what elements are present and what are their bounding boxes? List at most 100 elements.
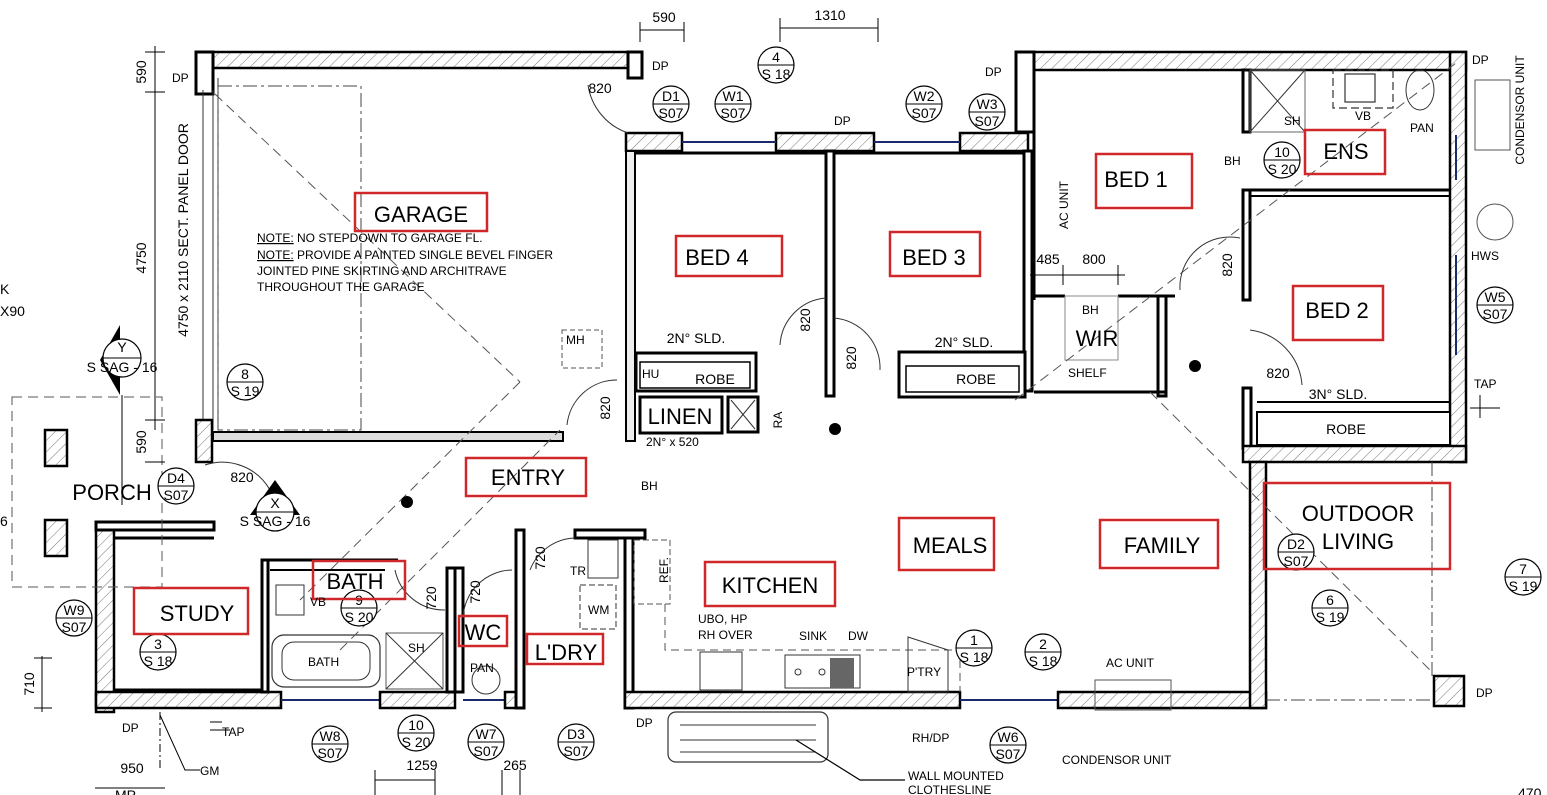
door-720: 720 bbox=[532, 546, 548, 570]
room-ens[interactable]: ENS bbox=[1303, 128, 1387, 176]
tag-top-text: W6 bbox=[998, 729, 1019, 745]
room-ldry[interactable]: L'DRY bbox=[525, 632, 605, 666]
room-label-bed3: BED 3 bbox=[902, 245, 966, 270]
room-bath[interactable]: BATH bbox=[311, 559, 407, 601]
dim-800: 800 bbox=[1082, 251, 1106, 267]
tag-top-text: 1 bbox=[970, 632, 978, 648]
room-label-ldry: L'DRY bbox=[535, 640, 598, 665]
section-y-id: Y bbox=[117, 339, 127, 355]
room-label-porch: PORCH bbox=[72, 480, 151, 505]
room-family[interactable]: FAMILY bbox=[1098, 518, 1220, 570]
tag-top-text: W5 bbox=[1485, 289, 1506, 305]
room-labels: GARAGE BED 4 BED 3 BED 1 ENS BED 2 ENTRY bbox=[72, 128, 1452, 666]
room-kitchen[interactable]: KITCHEN bbox=[703, 560, 837, 608]
dp-label: DP bbox=[636, 716, 653, 730]
door-820: 820 bbox=[843, 346, 859, 370]
callout-tag-6-s19[interactable]: 6S 19 bbox=[1311, 589, 1349, 627]
callout-tag-9-s20[interactable]: 9S 20 bbox=[340, 589, 378, 627]
room-bed3[interactable]: BED 3 bbox=[888, 230, 982, 278]
room-outdoor-living[interactable]: OUTDOOR LIVING bbox=[1262, 481, 1452, 571]
callout-tag-10-s20-ens[interactable]: 10S 20 bbox=[1263, 141, 1301, 179]
tag-bottom-text: S 18 bbox=[1029, 653, 1058, 669]
tag-top-text: W3 bbox=[977, 96, 998, 112]
shower-label: SH bbox=[1284, 114, 1301, 128]
tag-bottom-text: S 18 bbox=[762, 66, 791, 82]
callout-tag-8-s19[interactable]: 8S 19 bbox=[226, 363, 264, 401]
dim-left-710: 710 bbox=[21, 672, 37, 696]
edge-text-k: K bbox=[0, 281, 10, 297]
rhdp-label: RH/DP bbox=[912, 731, 949, 745]
section-marker-x[interactable]: X S SAG - 16 bbox=[240, 480, 311, 532]
room-label-outdoor: OUTDOOR bbox=[1302, 501, 1414, 526]
note-1-label: NOTE: bbox=[257, 231, 294, 245]
tag-bottom-text: S07 bbox=[474, 743, 499, 759]
room-garage[interactable]: GARAGE bbox=[353, 191, 489, 233]
svg-text:NOTE: PROVIDE A PAINTED SINGLE: NOTE: PROVIDE A PAINTED SINGLE BEVEL FIN… bbox=[257, 248, 553, 262]
tag-top-text: D1 bbox=[662, 88, 680, 104]
callout-tag-1-s18[interactable]: 1S 18 bbox=[955, 629, 993, 667]
dp-label: DP bbox=[1476, 686, 1493, 700]
trough-label: TR bbox=[570, 564, 586, 578]
callout-tag-10-s20-bath[interactable]: 10S 20 bbox=[397, 714, 435, 752]
dim-485: 485 bbox=[1036, 251, 1060, 267]
tag-bottom-text: S07 bbox=[1284, 553, 1309, 569]
room-label-bed1: BED 1 bbox=[1104, 167, 1168, 192]
room-bed1[interactable]: BED 1 bbox=[1094, 152, 1194, 210]
shower-label: SH bbox=[408, 641, 425, 655]
tag-bottom-text: S07 bbox=[721, 105, 746, 121]
tag-bottom-text: S 20 bbox=[345, 609, 374, 625]
note-4-text: THROUGHOUT THE GARAGE bbox=[257, 280, 425, 294]
tag-top-text: 10 bbox=[1274, 144, 1290, 160]
garage-top-wall bbox=[194, 50, 644, 70]
garage-right-pier bbox=[626, 50, 644, 80]
room-label-ens: ENS bbox=[1323, 139, 1368, 164]
callout-tag-4-s18[interactable]: 4S 18 bbox=[757, 46, 795, 84]
dimension-lines bbox=[34, 18, 1500, 795]
room-bed4[interactable]: BED 4 bbox=[674, 234, 784, 278]
dim-left-4750: 4750 bbox=[133, 242, 149, 273]
callout-tag-7-s19[interactable]: 7S 19 bbox=[1504, 558, 1542, 596]
room-study[interactable]: STUDY bbox=[132, 586, 250, 636]
room-bed2[interactable]: BED 2 bbox=[1291, 284, 1385, 342]
room-entry[interactable]: ENTRY bbox=[464, 456, 588, 498]
sliding-door-label: 2N° SLD. bbox=[935, 334, 994, 350]
toilet-label: PAN bbox=[470, 661, 494, 675]
callout-tag-3-s18[interactable]: 3S 18 bbox=[139, 633, 177, 671]
room-label-meals: MEALS bbox=[913, 533, 988, 558]
robe-label-bed3: ROBE bbox=[956, 371, 996, 387]
door-820: 820 bbox=[597, 396, 613, 420]
edge-text-6: 6 bbox=[0, 513, 8, 529]
room-label-kitchen: KITCHEN bbox=[722, 573, 819, 598]
bathtub-label: BATH bbox=[308, 655, 339, 669]
note-3-text: JOINTED PINE SKIRTING AND ARCHITRAVE bbox=[257, 264, 507, 278]
tag-top-text: W8 bbox=[320, 728, 341, 744]
room-meals[interactable]: MEALS bbox=[897, 516, 996, 572]
section-marker-y[interactable]: Y S SAG - 16 bbox=[87, 325, 158, 505]
dim-950: 950 bbox=[120, 760, 144, 776]
dp-label: DP bbox=[834, 114, 851, 128]
tag-bottom-text: S07 bbox=[564, 743, 589, 759]
room-wc[interactable]: WC bbox=[457, 614, 509, 648]
tag-top-text: W9 bbox=[64, 602, 85, 618]
tag-top-text: 4 bbox=[772, 49, 780, 65]
note-2-label: NOTE: bbox=[257, 248, 294, 262]
callout-tag-2-s18[interactable]: 2S 18 bbox=[1024, 633, 1062, 671]
tag-bottom-text: S 18 bbox=[960, 649, 989, 665]
tag-top-text: 6 bbox=[1326, 592, 1334, 608]
tag-bottom-text: S 19 bbox=[1316, 609, 1345, 625]
annotations: DP DP DP DP DP DP DP DP MH HU ROBE ROBE … bbox=[0, 53, 1542, 795]
condensor-unit-label: CONDENSOR UNIT bbox=[1513, 55, 1527, 165]
edge-text-mp: MP bbox=[115, 787, 136, 795]
